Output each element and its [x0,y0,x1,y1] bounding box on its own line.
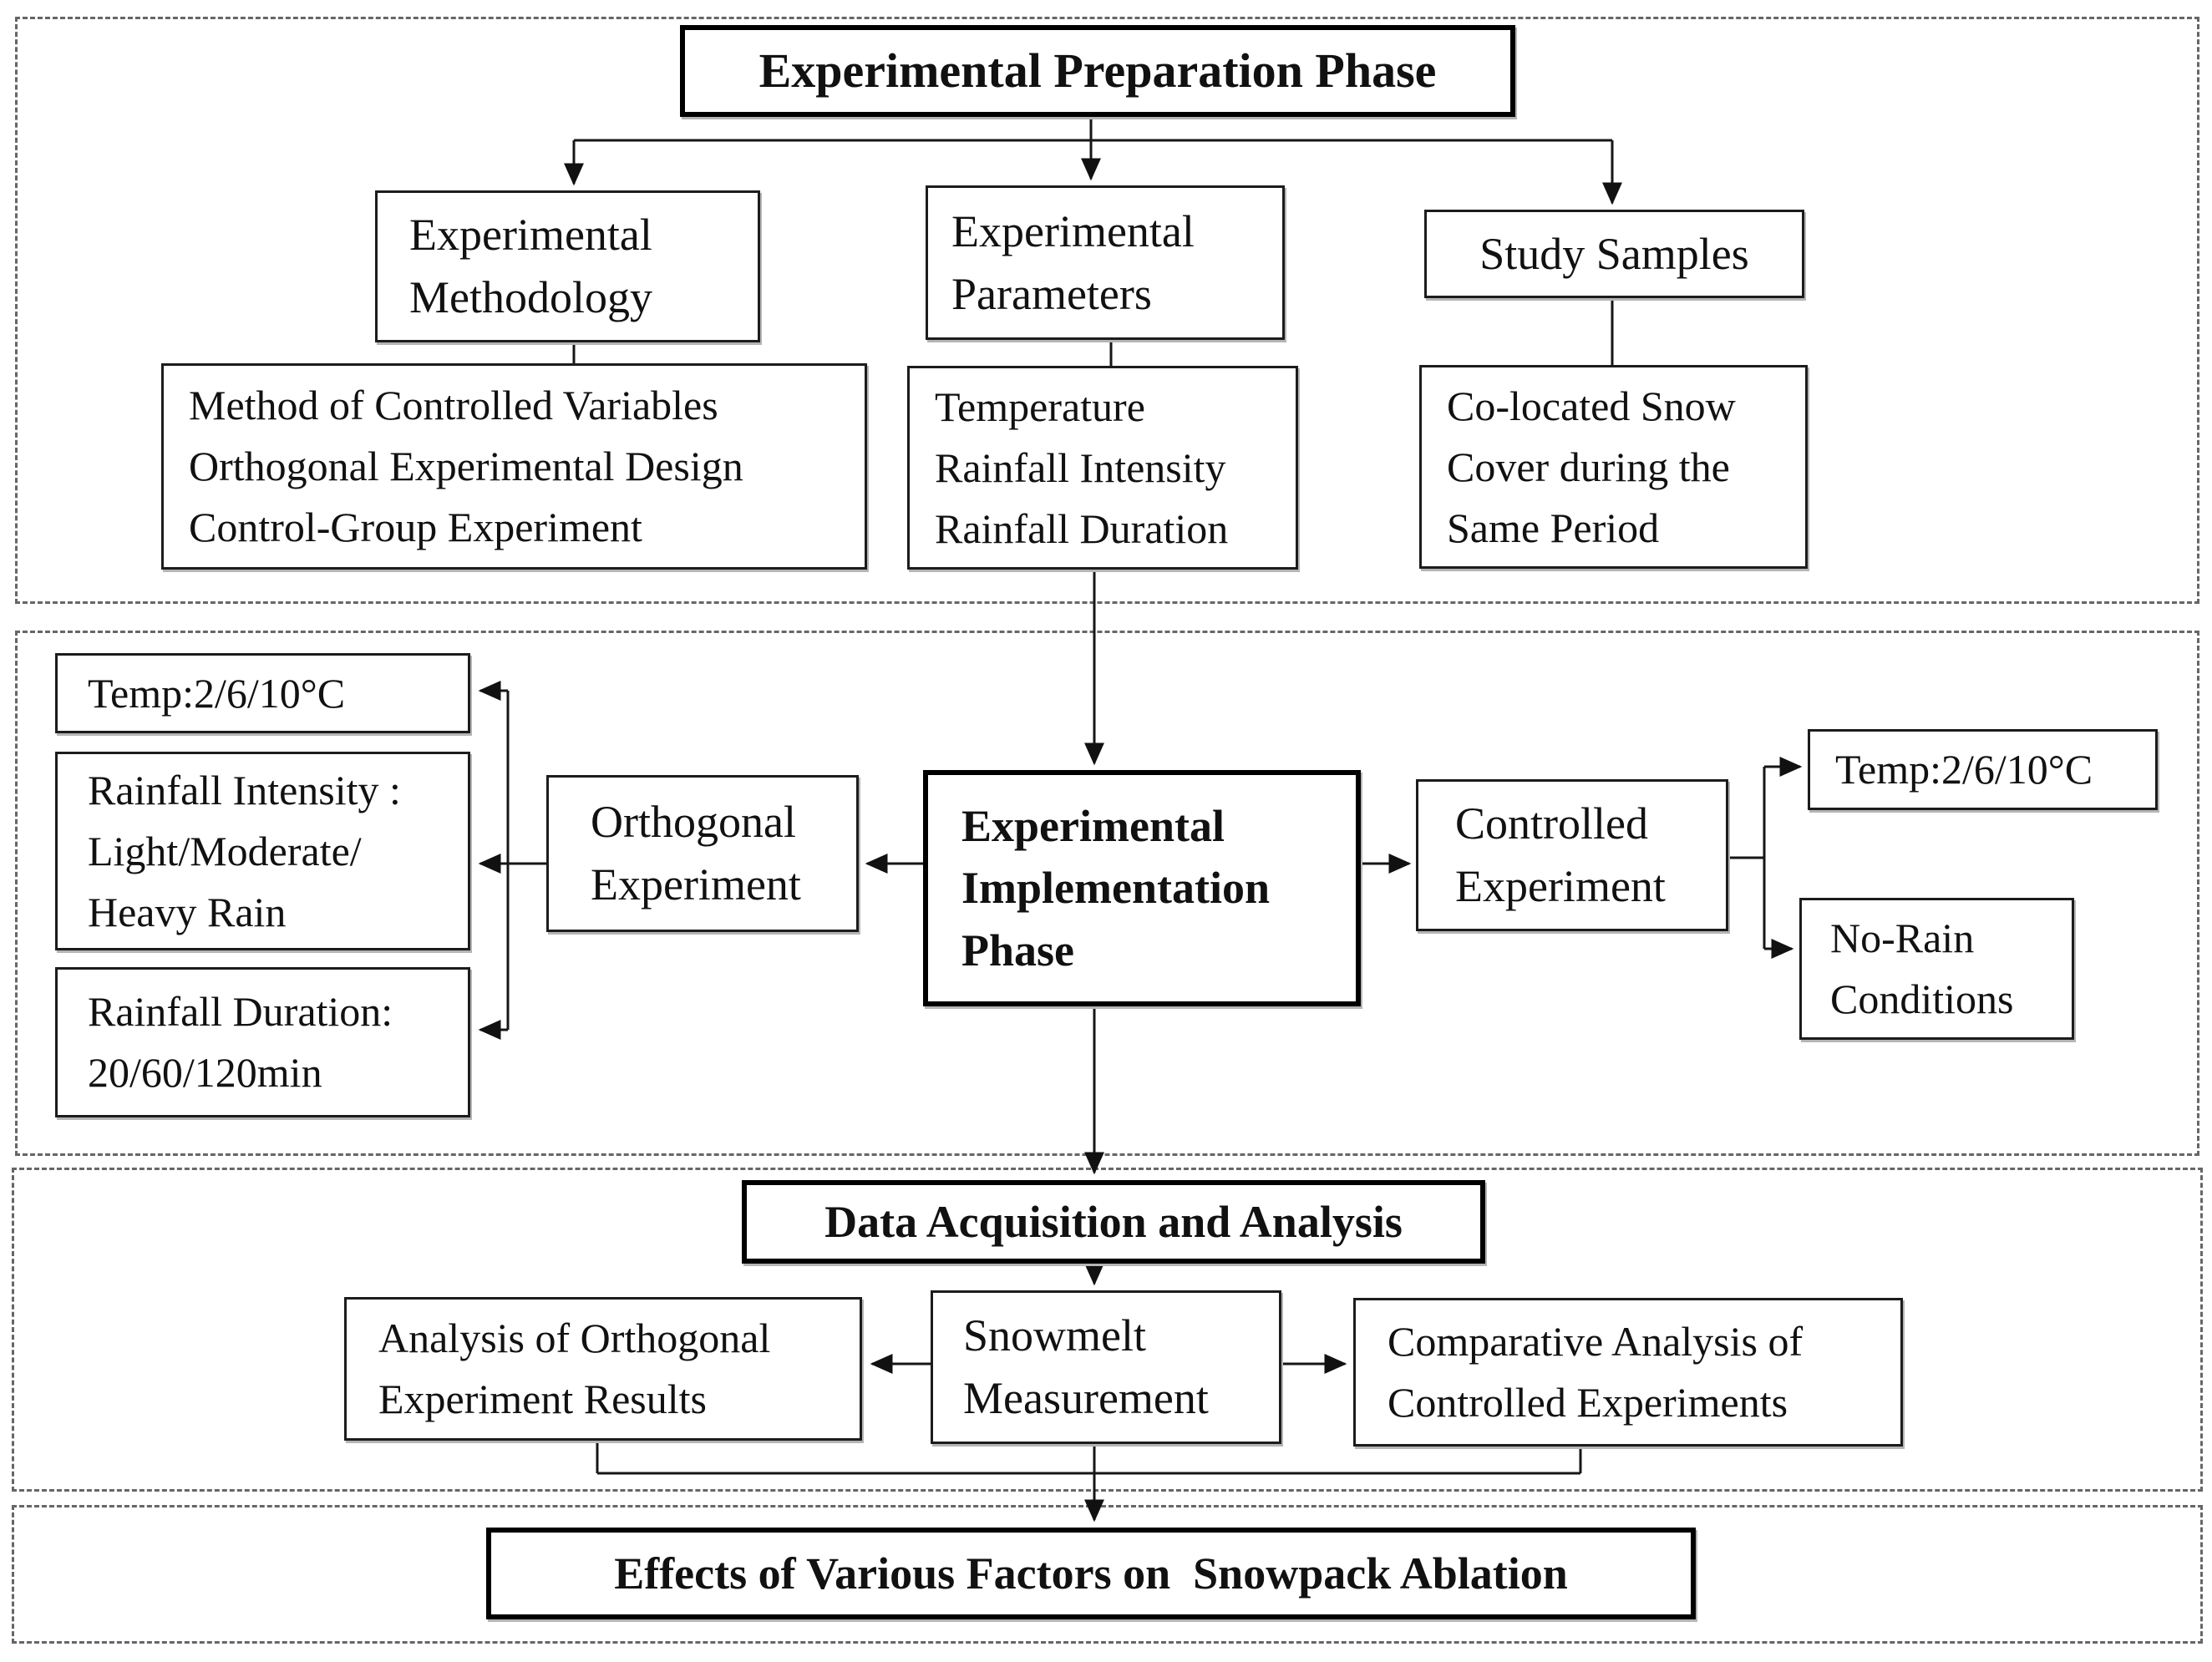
samples-detail-line: Cover during the [1447,443,1730,490]
no-rain-conditions-box: No-Rain Conditions [1799,898,2074,1040]
snowmelt-line: Measurement [963,1373,1209,1423]
section-implementation-frame [15,631,2199,1156]
samples-detail-line: Same Period [1447,504,1660,551]
controlled-temperature-label: Temp:2/6/10°C [1835,746,2093,793]
rainfall-duration-line: Rainfall Duration: [88,988,393,1035]
orthogonal-label-line: Orthogonal [591,797,796,848]
parameters-title-line: Parameters [951,268,1152,319]
controlled-label-line: Experiment [1455,861,1666,911]
samples-title: Study Samples [1479,228,1749,279]
experimental-methodology-box: Experimental Methodology [375,190,760,342]
rainfall-duration-line: 20/60/120min [88,1049,322,1096]
orthogonal-results-line: Analysis of Orthogonal [378,1315,771,1361]
methodology-title-line: Methodology [409,272,652,322]
snowmelt-line: Snowmelt [963,1310,1147,1361]
section-conclusion-frame [12,1505,2203,1644]
implementation-title-line: Phase [961,925,1074,975]
section-preparation-frame [15,17,2199,604]
samples-details-box: Co-located Snow Cover during the Same Pe… [1419,365,1808,569]
orthogonal-results-analysis-box: Analysis of Orthogonal Experiment Result… [344,1297,862,1441]
study-samples-box: Study Samples [1424,210,1804,298]
orthogonal-label-line: Experiment [591,859,801,910]
parameters-detail-line: Rainfall Intensity [935,443,1226,491]
experimental-preparation-phase-box: Experimental Preparation Phase [680,25,1515,117]
orthogonal-experiment-box: Orthogonal Experiment [546,775,859,932]
orthogonal-results-line: Experiment Results [378,1376,707,1422]
conclusion-title: Effects of Various Factors on Snowpack A… [614,1548,1568,1599]
rainfall-intensity-line: Rainfall Intensity : [88,766,401,813]
rainfall-intensity-line: Heavy Rain [88,888,287,935]
methodology-detail-line: Method of Controlled Variables [189,382,718,428]
analysis-title: Data Acquisition and Analysis [824,1196,1403,1247]
methodology-title-line: Experimental [409,210,652,261]
comparative-analysis-box: Comparative Analysis of Controlled Exper… [1353,1298,1903,1447]
methodology-detail-line: Orthogonal Experimental Design [189,443,743,489]
snowmelt-measurement-box: Snowmelt Measurement [931,1290,1281,1444]
comparative-analysis-line: Comparative Analysis of [1388,1318,1804,1365]
methodology-details-box: Method of Controlled Variables Orthogona… [161,363,867,570]
comparative-analysis-line: Controlled Experiments [1388,1379,1788,1426]
samples-detail-line: Co-located Snow [1447,382,1736,429]
controlled-temperature-box: Temp:2/6/10°C [1808,729,2158,810]
no-rain-line: No-Rain [1830,915,1975,961]
parameters-detail-line: Rainfall Duration [935,504,1229,552]
section-analysis-frame [12,1168,2203,1492]
implementation-title-line: Implementation [961,863,1270,914]
rainfall-intensity-line: Light/Moderate/ [88,827,362,874]
experimental-implementation-phase-box: Experimental Implementation Phase [923,770,1361,1006]
temperature-levels-label: Temp:2/6/10°C [88,669,346,717]
preparation-title: Experimental Preparation Phase [758,43,1437,98]
effects-conclusion-box: Effects of Various Factors on Snowpack A… [486,1528,1696,1619]
methodology-detail-line: Control-Group Experiment [189,504,642,550]
rainfall-intensity-box: Rainfall Intensity : Light/Moderate/ Hea… [55,752,470,950]
implementation-title-line: Experimental [961,800,1225,851]
parameters-details-box: Temperature Rainfall Intensity Rainfall … [907,366,1298,570]
controlled-experiment-box: Controlled Experiment [1416,779,1728,931]
parameters-detail-line: Temperature [935,383,1145,430]
no-rain-line: Conditions [1830,975,2014,1022]
experimental-parameters-box: Experimental Parameters [926,185,1285,340]
temperature-levels-box: Temp:2/6/10°C [55,653,470,733]
rainfall-duration-box: Rainfall Duration: 20/60/120min [55,967,470,1117]
parameters-title-line: Experimental [951,205,1195,256]
controlled-label-line: Controlled [1455,798,1648,849]
data-acquisition-analysis-box: Data Acquisition and Analysis [742,1180,1485,1264]
